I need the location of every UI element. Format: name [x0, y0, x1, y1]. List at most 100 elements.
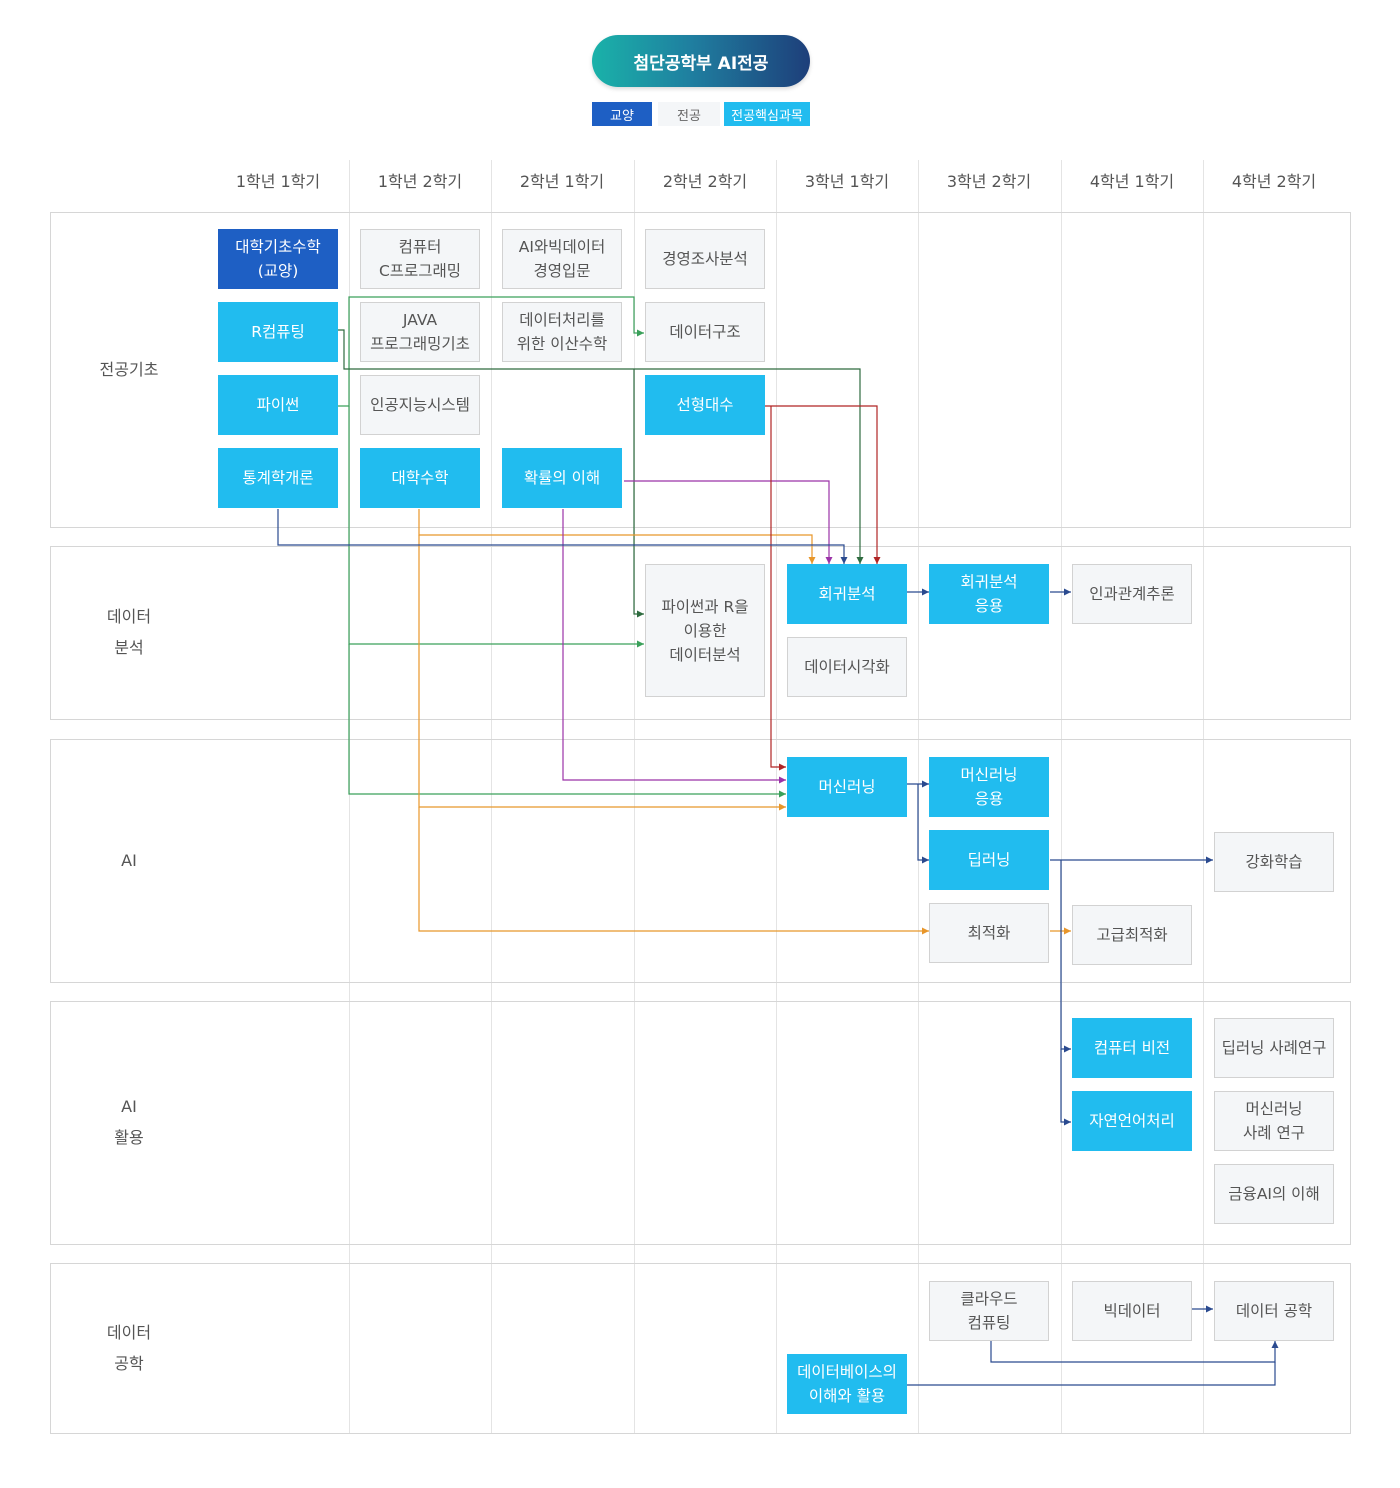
course-data-eng[interactable]: 데이터 공학 — [1214, 1281, 1334, 1341]
prerequisite-arrow — [624, 480, 830, 564]
arrowhead — [779, 776, 786, 784]
column-divider — [634, 160, 635, 1433]
section-label: AI — [121, 850, 137, 870]
arrowhead — [637, 640, 644, 648]
prerequisite-arrow — [633, 369, 644, 615]
column-divider — [491, 160, 492, 1433]
arrowhead — [840, 557, 848, 564]
prerequisite-arrow — [338, 329, 861, 564]
column-divider — [1061, 160, 1062, 1433]
column-header-7: 4학년 1학기 — [1089, 172, 1175, 191]
arrowhead — [808, 557, 816, 564]
prerequisite-arrow — [348, 406, 644, 645]
course-ai-bigdata[interactable]: AI와빅데이터 경영입문 — [502, 229, 622, 289]
course-linalg[interactable]: 선형대수 — [645, 375, 765, 435]
course-optim[interactable]: 최적화 — [929, 903, 1049, 963]
course-cv[interactable]: 컴퓨터 비전 — [1072, 1018, 1192, 1078]
course-reg-app[interactable]: 회귀분석 응용 — [929, 564, 1049, 624]
arrowhead — [779, 763, 786, 771]
course-stats[interactable]: 통계학개론 — [218, 448, 338, 508]
course-ml[interactable]: 머신러닝 — [787, 757, 907, 817]
prerequisite-arrow — [1060, 860, 1071, 1050]
course-math-gen[interactable]: 대학기초수학 (교양) — [218, 229, 338, 289]
prerequisite-arrow — [277, 509, 845, 564]
column-header-8: 4학년 2학기 — [1231, 172, 1317, 191]
course-survey[interactable]: 경영조사분석 — [645, 229, 765, 289]
section-label: AI 활용 — [114, 1097, 144, 1147]
arrowhead — [1064, 1118, 1071, 1126]
legend-major: 전공 — [658, 102, 720, 126]
column-divider — [349, 160, 350, 1433]
course-ml-app[interactable]: 머신러닝 응용 — [929, 757, 1049, 817]
column-divider — [1203, 160, 1204, 1433]
course-cloud[interactable]: 클라우드 컴퓨팅 — [929, 1281, 1049, 1341]
arrowhead — [779, 790, 786, 798]
arrowhead — [922, 927, 929, 935]
arrowhead — [922, 588, 929, 596]
prerequisite-arrow — [990, 1341, 1276, 1363]
column-header-2: 1학년 2학기 — [377, 172, 463, 191]
course-nlp[interactable]: 자연언어처리 — [1072, 1091, 1192, 1151]
course-ml-case[interactable]: 머신러닝 사례 연구 — [1214, 1091, 1334, 1151]
course-java[interactable]: JAVA 프로그래밍기초 — [360, 302, 480, 362]
course-prob[interactable]: 확률의 이해 — [502, 448, 622, 508]
arrowhead — [637, 329, 644, 337]
column-header-3: 2학년 1학기 — [519, 172, 605, 191]
arrowhead — [1064, 1045, 1071, 1053]
section-label: 데이터 공학 — [106, 1322, 152, 1373]
section-label: 전공기초 — [99, 359, 159, 379]
course-c-prog[interactable]: 컴퓨터 C프로그래밍 — [360, 229, 480, 289]
legend-general: 교양 — [592, 102, 652, 126]
course-dl-case[interactable]: 딥러닝 사례연구 — [1214, 1018, 1334, 1078]
course-r-comp[interactable]: R컴퓨팅 — [218, 302, 338, 362]
section-row — [50, 1263, 1351, 1434]
course-adv-optim[interactable]: 고급최적화 — [1072, 905, 1192, 965]
arrowhead — [1206, 856, 1213, 864]
course-rl[interactable]: 강화학습 — [1214, 832, 1334, 892]
course-bigdata[interactable]: 빅데이터 — [1072, 1281, 1192, 1341]
column-header-4: 2학년 2학기 — [662, 172, 748, 191]
course-datastruct[interactable]: 데이터구조 — [645, 302, 765, 362]
arrowhead — [1271, 1341, 1279, 1348]
arrowhead — [922, 780, 929, 788]
arrowhead — [1064, 927, 1071, 935]
arrowhead — [637, 610, 644, 618]
page-title: 첨단공학부 AI전공 — [592, 35, 810, 87]
course-db[interactable]: 데이터베이스의 이해와 활용 — [787, 1354, 907, 1414]
arrowhead — [825, 557, 833, 564]
prerequisite-arrow — [907, 1362, 1276, 1386]
prerequisite-arrow — [348, 644, 786, 795]
prerequisite-arrow — [770, 406, 786, 768]
section-row — [50, 546, 1351, 720]
course-fin-ai[interactable]: 금융AI의 이해 — [1214, 1164, 1334, 1224]
legend-core: 전공핵심과목 — [724, 102, 810, 126]
arrowhead — [1206, 1305, 1213, 1313]
prerequisite-arrow — [1060, 1049, 1071, 1123]
prerequisite-arrow — [765, 405, 878, 564]
arrowhead — [873, 557, 881, 564]
arrowhead — [779, 803, 786, 811]
prerequisite-arrow — [338, 296, 644, 407]
course-py-r[interactable]: 파이썬과 R을 이용한 데이터분석 — [645, 564, 765, 697]
course-ai-sys[interactable]: 인공지능시스템 — [360, 375, 480, 435]
course-dl[interactable]: 딥러닝 — [929, 830, 1049, 890]
course-regression[interactable]: 회귀분석 — [787, 564, 907, 624]
arrowhead — [922, 856, 929, 864]
prerequisite-arrow — [418, 509, 813, 564]
prerequisite-arrow — [418, 807, 929, 932]
column-header-5: 3학년 1학기 — [804, 172, 890, 191]
prerequisite-arrow — [562, 509, 786, 781]
course-python[interactable]: 파이썬 — [218, 375, 338, 435]
column-header-6: 3학년 2학기 — [946, 172, 1032, 191]
column-header-1: 1학년 1학기 — [235, 172, 321, 191]
course-univ-math[interactable]: 대학수학 — [360, 448, 480, 508]
section-row — [50, 739, 1351, 983]
arrowhead — [1064, 588, 1071, 596]
course-discrete[interactable]: 데이터처리를 위한 이산수학 — [502, 302, 622, 362]
prerequisite-arrow — [917, 784, 929, 861]
course-causal[interactable]: 인과관계추론 — [1072, 564, 1192, 624]
course-dataviz[interactable]: 데이터시각화 — [787, 637, 907, 697]
arrowhead — [856, 557, 864, 564]
section-row — [50, 1001, 1351, 1245]
